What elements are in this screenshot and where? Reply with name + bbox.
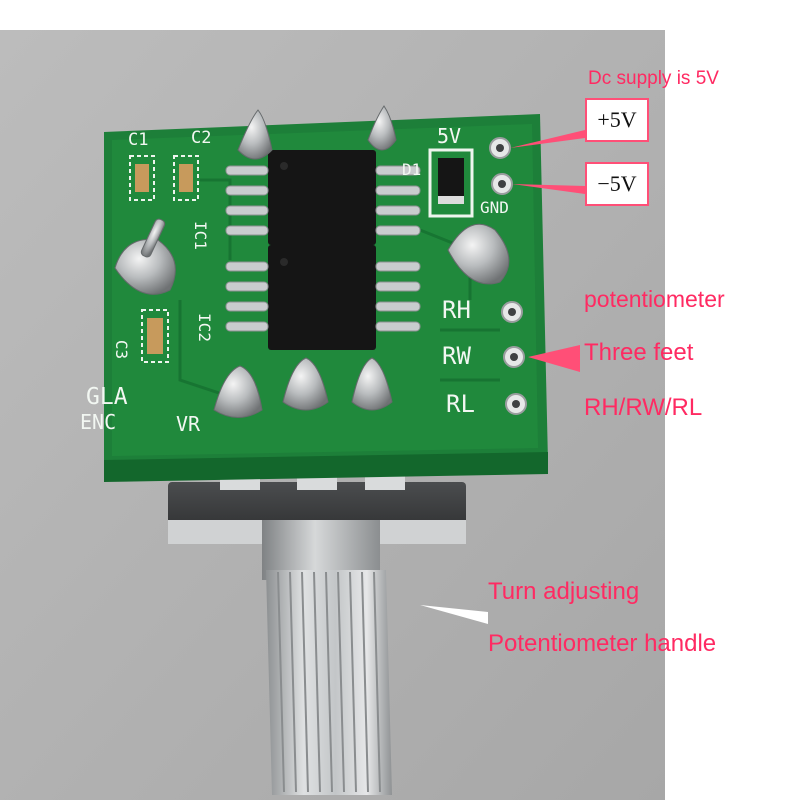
silk-ic2: IC2	[194, 313, 214, 342]
silk-c1: C1	[128, 130, 149, 150]
silk-5v: 5V	[437, 124, 462, 148]
pot-knob	[266, 570, 392, 795]
header-pads	[489, 137, 527, 415]
pot-note-line2: Three feet	[584, 339, 694, 366]
silk-gnd: GND	[480, 198, 509, 217]
chip-ic1	[268, 150, 376, 245]
diode-d1	[428, 148, 474, 218]
silk-vr: VR	[176, 412, 201, 436]
silk-c2: C2	[191, 128, 212, 148]
silk-gla: GLA	[86, 384, 128, 410]
silk-c3: C3	[112, 339, 132, 360]
plus-5v-callout: +5V	[585, 98, 649, 142]
chip-leads	[225, 165, 421, 332]
silk-rw: RW	[442, 342, 471, 370]
silk-ic1: IC1	[190, 221, 210, 250]
minus-5v-callout: −5V	[585, 162, 649, 206]
silk-rh: RH	[442, 296, 471, 324]
turn-note-line1: Turn adjusting	[488, 578, 640, 605]
smd-capacitors	[129, 155, 199, 363]
turn-note-line2: Potentiometer handle	[488, 630, 717, 657]
solder-joints	[114, 105, 510, 418]
supply-note: Dc supply is 5V	[588, 68, 719, 89]
silk-rl: RL	[446, 390, 475, 418]
chip-ic2	[268, 245, 376, 350]
silk-enc: ENC	[80, 410, 117, 434]
silk-d1: D1	[402, 160, 422, 179]
callout-pointers	[420, 130, 585, 624]
pot-note-line1: potentiometer	[584, 286, 725, 312]
pot-note-line3: RH/RW/RL	[584, 394, 703, 421]
